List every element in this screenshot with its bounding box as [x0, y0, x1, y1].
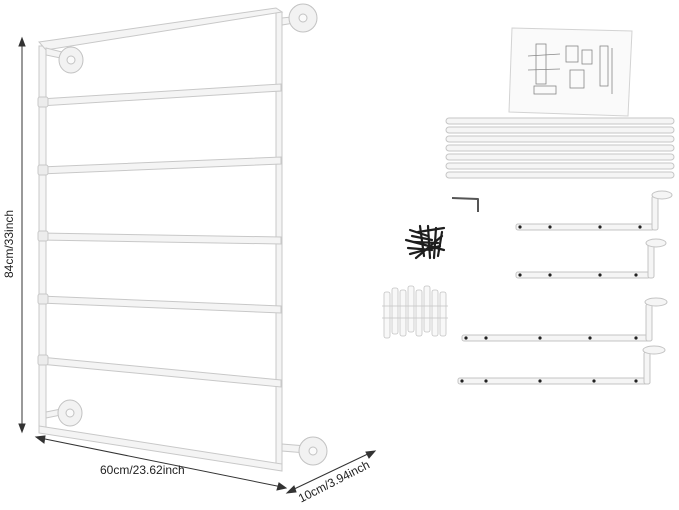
wall-flanges	[57, 3, 328, 466]
bar-4	[39, 295, 282, 314]
bar-1	[39, 83, 282, 107]
bar-3	[39, 232, 282, 245]
bar-5	[39, 356, 282, 388]
allen-key-icon	[451, 197, 479, 212]
bar-2	[39, 156, 282, 175]
bracket-holes	[460, 225, 642, 383]
towel-ladder-rack	[37, 7, 307, 472]
width-dimension-line	[34, 435, 288, 491]
width-label: 60cm/23.62inch	[100, 463, 185, 477]
screws-pile	[404, 224, 446, 260]
bottom-rail	[38, 425, 283, 472]
height-dimension-line	[18, 36, 26, 434]
wall-anchors	[382, 285, 448, 339]
bracket-arms	[457, 190, 673, 385]
depth-dimension-line	[285, 450, 377, 494]
loose-rods	[445, 117, 675, 179]
height-label: 84cm/33inch	[2, 209, 16, 278]
top-rail	[38, 7, 284, 51]
instruction-sheet	[508, 27, 633, 117]
